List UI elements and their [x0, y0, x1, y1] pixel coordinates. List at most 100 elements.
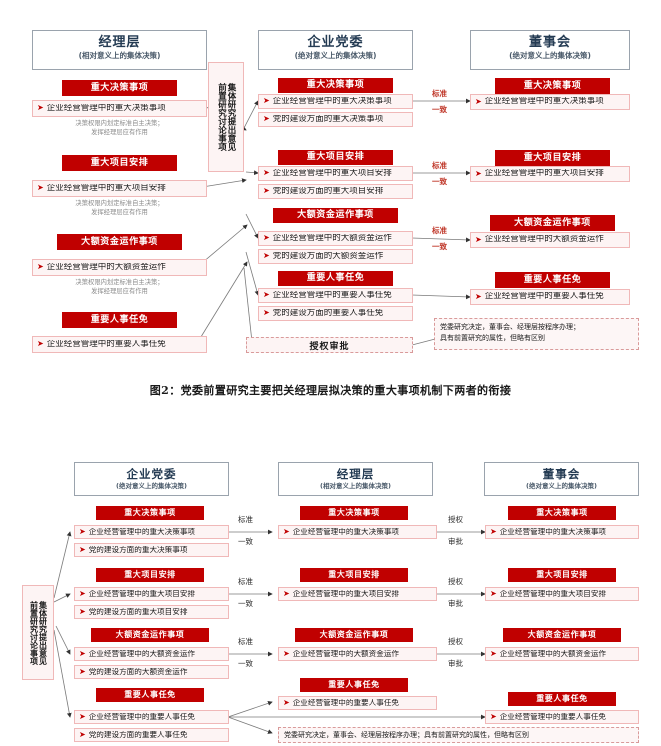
bottom-chip-party-key-personnel: 重要人事任免 [96, 688, 204, 702]
bottom-chip-board-major-decision: 重大决策事项 [508, 506, 616, 520]
header-manager-title: 经理层 [98, 35, 141, 50]
bullet-icon: ➤ [79, 588, 86, 598]
bullet-icon: ➤ [475, 291, 482, 301]
item-board-biz-decision: ➤ 企业经营管理中的重大决策事项 [470, 94, 630, 110]
bullet-icon: ➤ [37, 103, 44, 113]
vlabel-top-front-research: 前置研究讨论事项 集体研究提出意见 [208, 62, 244, 172]
bullet-icon: ➤ [490, 648, 497, 658]
bottom-conn-consistent-2: 一致 [238, 599, 253, 608]
item-manager-biz-capital: ➤ 企业经营管理中的大额资金运作 [32, 259, 207, 276]
header-board-title: 董事会 [528, 35, 571, 50]
bottom-item-party-biz-capital: ➤ 企业经营管理中的大额资金运作 [74, 647, 229, 661]
item-party-party-project: ➤ 党的建设方面的重大项目安排 [258, 184, 413, 199]
bottom-chip-manager-key-personnel: 重要人事任免 [300, 678, 408, 692]
bottom-header-board: 董事会 (绝对意义上的集体决策) [484, 462, 639, 496]
bottom-chip-board-major-project: 重大项目安排 [508, 568, 616, 582]
bottom-header-manager-sub: (相对意义上的集体决策) [320, 482, 391, 490]
bullet-icon: ➤ [490, 526, 497, 536]
item-party-biz-project: ➤ 企业经营管理中的重大项目安排 [258, 166, 413, 181]
bullet-icon: ➤ [475, 96, 482, 106]
bottom-item-board-biz-decision: ➤ 企业经营管理中的重大决策事项 [485, 525, 639, 539]
bottom-vlabel-front-text: 前置研究讨论事项 [29, 600, 39, 665]
bullet-icon: ➤ [263, 251, 270, 261]
bullet-icon: ➤ [283, 648, 290, 658]
bullet-icon: ➤ [283, 526, 290, 536]
bottom-chip-board-large-capital: 大额资金运作事项 [503, 628, 621, 642]
bottom-chip-board-key-personnel: 重要人事任免 [508, 692, 616, 706]
header-manager: 经理层 (相对意义上的集体决策) [32, 30, 207, 70]
bullet-icon: ➤ [79, 729, 86, 739]
header-party-title: 企业党委 [307, 35, 364, 50]
bottom-header-manager-title: 经理层 [336, 467, 375, 481]
bottom-item-party-party-personnel: ➤ 党的建设方面的重要人事任免 [74, 728, 229, 742]
bullet-icon: ➤ [283, 588, 290, 598]
vlabel-front-text: 前置研究讨论事项 [216, 83, 227, 151]
bullet-icon: ➤ [79, 711, 86, 721]
vlabel-collective-text: 集体研究提出意见 [226, 83, 236, 151]
bottom-conn-authorize-1: 授权 [448, 515, 463, 524]
bottom-chip-manager-large-capital: 大额资金运作事项 [295, 628, 413, 642]
bottom-header-board-sub: (绝对意义上的集体决策) [526, 482, 597, 490]
item-board-biz-capital: ➤ 企业经营管理中的大额资金运作 [470, 232, 630, 248]
bottom-item-manager-biz-project: ➤ 企业经营管理中的重大项目安排 [278, 587, 437, 601]
diagram-bottom-board-linkage: 企业党委 (绝对意义上的集体决策) 经理层 (相对意义上的集体决策) 董事会 (… [0, 430, 661, 746]
bullet-icon: ➤ [263, 168, 270, 178]
bottom-conn-authorize-3: 授权 [448, 637, 463, 646]
note-box-top: 党委研究决定，董事会、经理层按程序办理； 具有前置研究的属性，但略有区别 [434, 318, 639, 350]
bottom-header-board-title: 董事会 [542, 467, 581, 481]
bottom-vlabel-collective-text: 集体研究提出意见 [38, 600, 48, 665]
bottom-item-board-biz-project: ➤ 企业经营管理中的重大项目安排 [485, 587, 639, 601]
bottom-chip-party-major-project: 重大项目安排 [96, 568, 204, 582]
item-party-party-capital: ➤ 党的建设方面的大额资金运作 [258, 249, 413, 264]
item-manager-biz-project: ➤ 企业经营管理中的重大项目安排 [32, 180, 207, 197]
bottom-conn-approve-1: 审批 [448, 537, 463, 546]
item-party-biz-personnel: ➤ 企业经营管理中的重要人事任免 [258, 288, 413, 303]
chip-party-major-decision: 重大决策事项 [278, 78, 393, 93]
header-manager-sub: (相对意义上的集体决策) [78, 51, 161, 60]
item-party-biz-decision: ➤ 企业经营管理中的重大决策事项 [258, 94, 413, 109]
bullet-icon: ➤ [490, 711, 497, 721]
conn-label-standard-2: 标准 [432, 161, 447, 170]
bullet-icon: ➤ [37, 262, 44, 272]
item-manager-biz-personnel: ➤ 企业经营管理中的重要人事任免 [32, 336, 207, 353]
item-manager-biz-decision: ➤ 企业经营管理中的重大决策事项 [32, 100, 207, 117]
chip-board-major-decision: 重大决策事项 [495, 78, 610, 94]
bottom-vlabel-front-research: 前置研究讨论事项 集体研究提出意见 [22, 585, 54, 680]
bottom-conn-standard-3: 标准 [238, 637, 253, 646]
bottom-item-party-party-project: ➤ 党的建设方面的重大项目安排 [74, 605, 229, 619]
chip-manager-large-capital: 大额资金运作事项 [57, 234, 182, 250]
item-party-party-personnel: ➤ 党的建设方面的重要人事任免 [258, 306, 413, 321]
bottom-chip-manager-major-project: 重大项目安排 [300, 568, 408, 582]
bottom-item-party-party-capital: ➤ 党的建设方面的大额资金运作 [74, 665, 229, 679]
conn-label-consistent-3: 一致 [432, 242, 447, 251]
bullet-icon: ➤ [263, 186, 270, 196]
bullet-icon: ➤ [37, 183, 44, 193]
bottom-item-party-biz-project: ➤ 企业经营管理中的重大项目安排 [74, 587, 229, 601]
bottom-conn-approve-2: 审批 [448, 599, 463, 608]
bottom-note-box: 党委研究决定，董事会、经理层按程序办理；具有前置研究的属性，但略有区别 [278, 727, 639, 743]
bottom-item-party-party-decision: ➤ 党的建设方面的重大决策事项 [74, 543, 229, 557]
subnote-manager-project: 决策权限内划定标准自主决策； 发挥经理层应有作用 [75, 200, 164, 216]
bottom-conn-consistent-1: 一致 [238, 537, 253, 546]
item-party-biz-capital: ➤ 企业经营管理中的大额资金运作 [258, 231, 413, 246]
bottom-conn-standard-2: 标准 [238, 577, 253, 586]
chip-manager-key-personnel: 重要人事任免 [62, 312, 177, 328]
header-board-sub: (绝对意义上的集体决策) [509, 51, 591, 60]
bullet-icon: ➤ [263, 308, 270, 318]
bottom-header-party: 企业党委 (绝对意义上的集体决策) [74, 462, 229, 496]
bullet-icon: ➤ [263, 290, 270, 300]
conn-label-standard-3: 标准 [432, 226, 447, 235]
bullet-icon: ➤ [37, 339, 44, 349]
bullet-icon: ➤ [263, 114, 270, 124]
bottom-conn-approve-3: 审批 [448, 659, 463, 668]
bottom-conn-standard-1: 标准 [238, 515, 253, 524]
chip-manager-major-project: 重大项目安排 [62, 155, 177, 171]
bullet-icon: ➤ [79, 666, 86, 676]
bottom-chip-party-major-decision: 重大决策事项 [96, 506, 204, 520]
bottom-item-party-biz-personnel: ➤ 企业经营管理中的重要人事任免 [74, 710, 229, 724]
header-party: 企业党委 (绝对意义上的集体决策) [258, 30, 413, 70]
subnote-manager-capital: 决策权限内划定标准自主决策； 发挥经理层应有作用 [75, 279, 164, 295]
chip-board-key-personnel: 重要人事任免 [495, 272, 610, 288]
figure-caption: 图2：党委前置研究主要把关经理层拟决策的重大事项机制下两者的衔接 [149, 384, 512, 397]
bottom-item-board-biz-personnel: ➤ 企业经营管理中的重要人事任免 [485, 710, 639, 724]
